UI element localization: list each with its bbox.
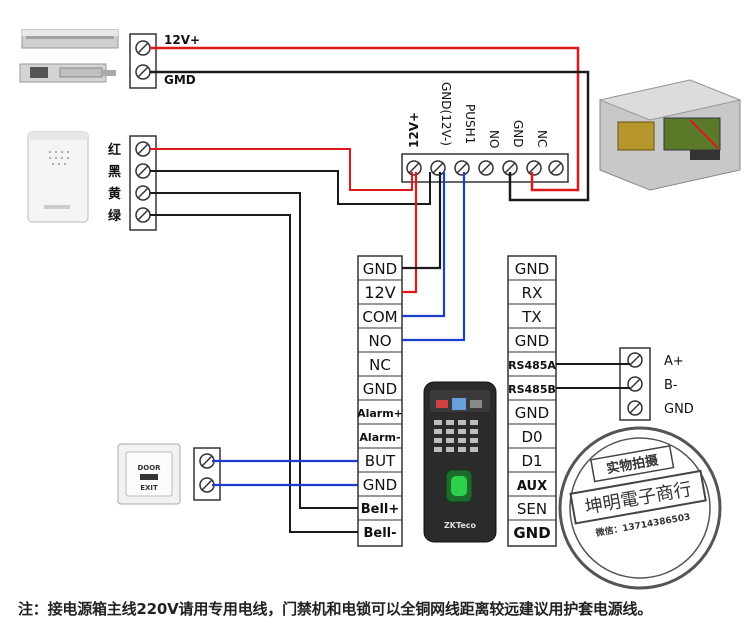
ctrl-right-rx: RX	[522, 284, 543, 302]
wire-black-ctrl-gnd	[402, 172, 442, 270]
screw-terminal	[627, 376, 643, 392]
wire-red-lock-12v	[150, 46, 580, 192]
power-label-12v: 12V+	[407, 112, 421, 148]
footer-note: 注：接电源箱主线220V请用专用电线，门禁机和电锁可以全铜网线距离较远建议用护套…	[18, 600, 653, 618]
rs485-label-a: A+	[664, 354, 684, 369]
screw-terminal	[135, 163, 151, 179]
screw-terminal	[199, 453, 215, 469]
access-control-device-image: ZKTeco	[423, 381, 497, 543]
exit-button-image: DOOR EXIT	[117, 443, 181, 505]
power-label-gnd12v: GND(12V-)	[439, 82, 453, 146]
ctrl-left-alarm-plus: Alarm+	[357, 407, 403, 420]
bolt-lock-image	[19, 63, 116, 83]
screw-terminal	[627, 352, 643, 368]
wire-black-lock-gmd	[150, 70, 590, 202]
screw-terminal	[406, 160, 422, 176]
device-brand: ZKTeco	[444, 521, 477, 530]
wire-black-bell	[150, 170, 431, 205]
screw-terminal	[454, 160, 470, 176]
power-terminal-strip	[401, 153, 569, 183]
doorbell-image	[27, 131, 89, 223]
lock-label-gmd: GMD	[164, 73, 196, 87]
power-label-nc: NC	[535, 130, 549, 147]
screw-terminal	[430, 160, 446, 176]
ctrl-left-nc: NC	[369, 356, 391, 374]
ctrl-right-d1: D1	[521, 452, 542, 470]
power-label-no: NO	[487, 130, 501, 148]
ctrl-left-but: BUT	[365, 452, 396, 470]
wire-red-bell	[150, 148, 413, 191]
ctrl-right-tx: TX	[521, 308, 541, 326]
ctrl-left-gnd-2: GND	[363, 380, 397, 398]
exit-terminal-block	[193, 447, 221, 501]
rs485-label-gnd: GND	[664, 402, 694, 417]
ctrl-left-bell-minus: Bell-	[363, 526, 396, 541]
screw-terminal	[627, 400, 643, 416]
ctrl-right-rs485a: RS485A	[508, 359, 556, 372]
wire-black-bell-minus	[150, 214, 358, 533]
wire-red-ctrl-12v	[402, 172, 418, 294]
ctrl-right-d0: D0	[521, 428, 542, 446]
screw-terminal	[135, 141, 151, 157]
screw-terminal	[135, 64, 151, 80]
ctrl-right-gnd-1: GND	[515, 260, 549, 278]
ctrl-left-12v: 12V	[364, 283, 395, 302]
wire-black-bell-plus	[150, 192, 358, 509]
ctrl-left-alarm-minus: Alarm-	[359, 431, 400, 444]
ctrl-left-no: NO	[368, 332, 391, 350]
lock-terminal-block	[129, 33, 157, 89]
ctrl-left-gnd-1: GND	[363, 260, 397, 278]
bell-label-green: 绿	[108, 208, 122, 224]
ctrl-right-gnd-3: GND	[515, 404, 549, 422]
screw-terminal	[478, 160, 494, 176]
screw-terminal	[199, 477, 215, 493]
ctrl-right-gnd-2: GND	[515, 332, 549, 350]
screw-terminal	[548, 160, 564, 176]
bell-label-black: 黑	[108, 165, 121, 180]
controller-right-terminals	[507, 255, 557, 547]
rs485-terminal-block	[619, 347, 651, 421]
wire-blue-no	[402, 172, 466, 342]
wire-blue-com	[402, 172, 446, 318]
lock-label-12v: 12V+	[164, 33, 200, 47]
ctrl-right-rs485b: RS485B	[508, 383, 556, 396]
ctrl-right-aux: AUX	[517, 479, 547, 494]
power-supply-box-image	[598, 79, 742, 191]
ctrl-left-gnd-3: GND	[363, 476, 397, 494]
shop-stamp: 实物拍摄 坤明電子商行 微信：13714386503	[558, 426, 722, 590]
magnetic-lock-image	[21, 29, 119, 49]
power-label-gnd: GND	[511, 120, 525, 148]
exit-button-line1: DOOR	[137, 464, 161, 472]
exit-button-line2: EXIT	[140, 484, 158, 492]
screw-terminal	[135, 40, 151, 56]
screw-terminal	[135, 185, 151, 201]
screw-terminal	[135, 207, 151, 223]
bell-label-red: 红	[108, 142, 121, 158]
bell-label-yellow: 黄	[108, 186, 121, 202]
ctrl-right-sen: SEN	[517, 500, 547, 518]
screw-terminal	[526, 160, 542, 176]
power-label-push1: PUSH1	[463, 104, 477, 144]
ctrl-left-bell-plus: Bell+	[361, 502, 400, 517]
rs485-label-b: B-	[664, 378, 678, 393]
ctrl-right-gnd-4: GND	[513, 524, 550, 542]
ctrl-left-com: COM	[362, 308, 397, 326]
controller-left-terminals	[357, 255, 403, 547]
